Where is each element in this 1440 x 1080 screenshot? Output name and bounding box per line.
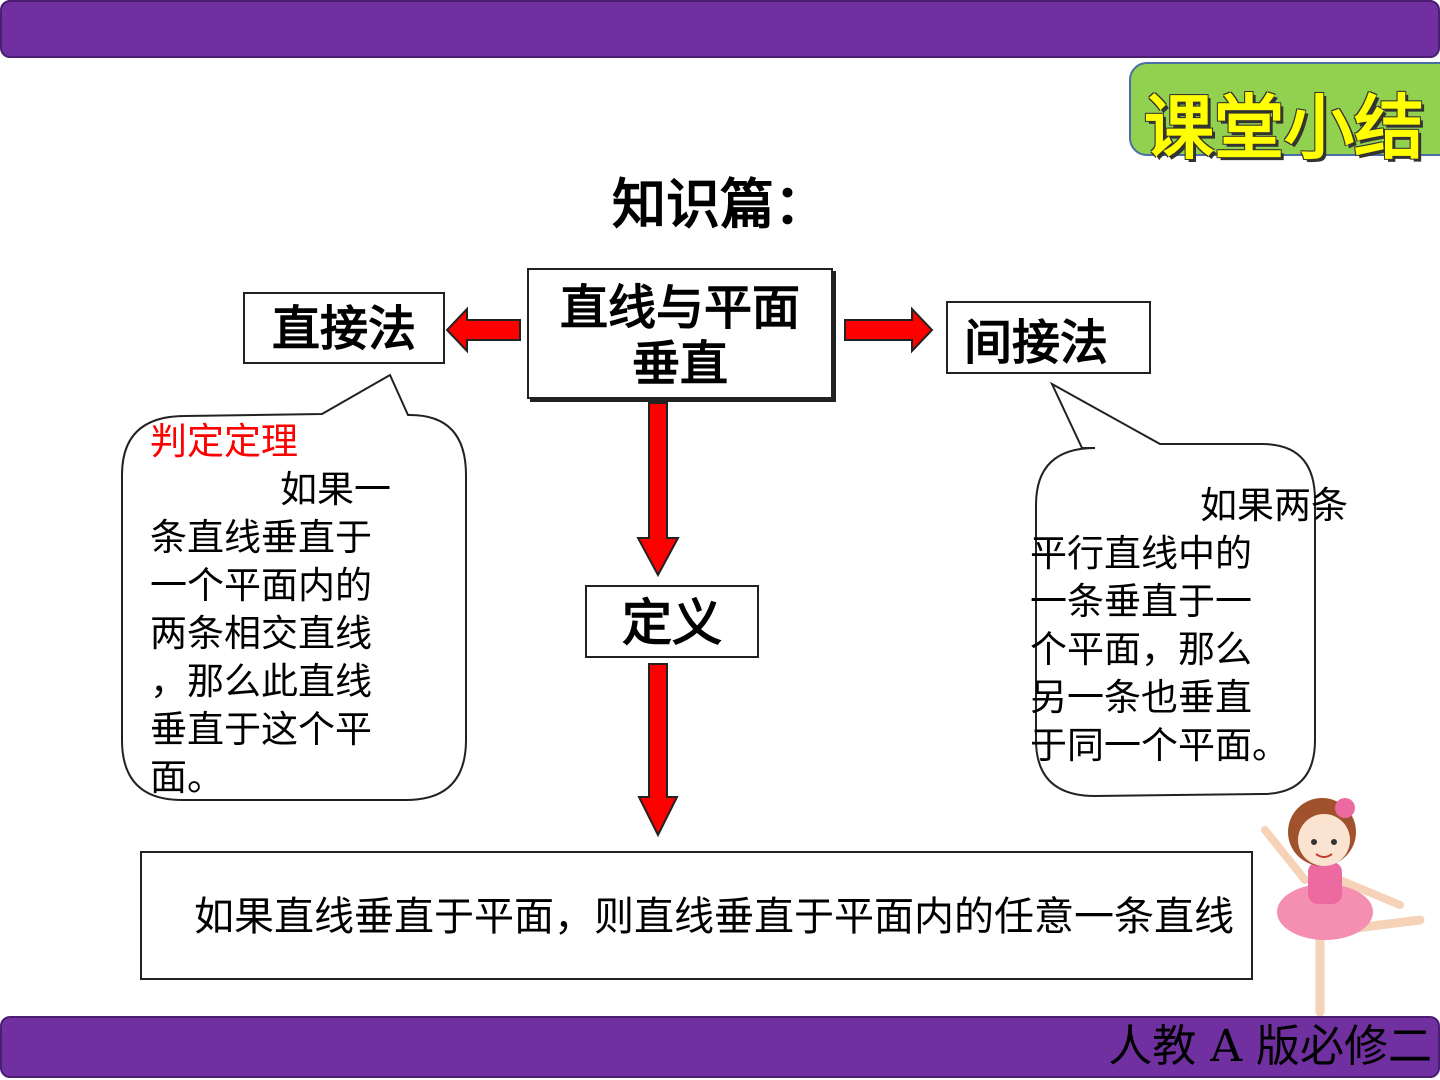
direct-method-box: 直接法 (243, 292, 445, 364)
center-topic-box: 直线与平面 垂直 (527, 268, 833, 399)
right-callout-text: 如果两条 平行直线中的 一条垂直于一 个平面，那么 另一条也垂直 于同一个平面。 (1030, 482, 1370, 770)
arrow-down-upper (636, 402, 680, 578)
summary-badge-label: 课堂小结 (1144, 87, 1424, 169)
theorem-label: 判定定理 (150, 420, 298, 463)
summary-badge (1129, 62, 1440, 156)
left-callout-bubble (121, 373, 467, 801)
left-callout-text: 判定定理 如果一 条直线垂直于 一个平面内的 两条相交直线 ，那么此直线 垂直于… (150, 418, 410, 802)
footer-textbook-label: 人教 A 版必修二 (1108, 1021, 1432, 1072)
callout-line: 垂直于这个平 (150, 708, 372, 751)
callout-line: 两条相交直线 (150, 612, 372, 655)
property-statement-box: 如果直线垂直于平面，则直线垂直于平面内的任意一条直线 (140, 851, 1253, 980)
callout-line: 一条垂直于一 (1030, 580, 1252, 623)
callout-line: 一个平面内的 (150, 564, 372, 607)
arrow-left (445, 306, 521, 354)
callout-line: 另一条也垂直 (1030, 676, 1252, 719)
callout-line: 如果两条 (1200, 484, 1348, 527)
callout-line: 如果一 (280, 468, 391, 511)
page-title: 知识篇： (612, 172, 828, 236)
callout-line: 面。 (150, 756, 224, 799)
arrow-right (844, 306, 934, 354)
callout-line: 条直线垂直于 (150, 516, 372, 559)
indirect-method-box: 间接法 (946, 301, 1151, 374)
arrow-down-lower (637, 663, 679, 838)
bottom-banner (0, 1016, 1440, 1078)
right-callout-bubble (1035, 381, 1316, 798)
top-banner (0, 0, 1440, 58)
center-topic-line2: 垂直 (631, 336, 728, 392)
callout-line: ，那么此直线 (150, 660, 372, 703)
callout-line: 于同一个平面。 (1030, 724, 1289, 767)
definition-box: 定义 (585, 585, 759, 658)
callout-line: 平行直线中的 (1030, 532, 1252, 575)
center-topic-line1: 直线与平面 (559, 280, 800, 336)
ballerina-illustration (1261, 798, 1425, 1017)
callout-line: 个平面，那么 (1030, 628, 1252, 671)
